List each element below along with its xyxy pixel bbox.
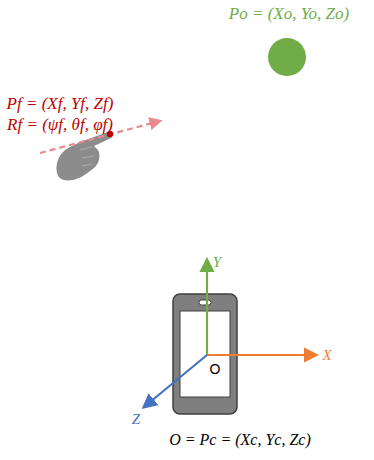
y-axis [206,260,208,355]
pointing-hand [56,132,112,181]
origin-label: O [210,362,221,377]
axis-label: X [322,347,331,364]
camera-position: O = Pc = (Xc, Yc, Zc) [169,431,311,449]
object-position: Po = (Xo, Yo, Zo) [229,5,349,24]
target-object [268,38,306,76]
axis-label: Y [213,254,221,271]
finger-position: Pf = (Xf, Yf, Zf) [7,95,114,114]
z-axis [144,355,207,407]
axis-label: Z [132,411,140,428]
x-axis [207,354,316,356]
finger-rotation: Rf = (ψf, θf, φf) [7,116,113,135]
